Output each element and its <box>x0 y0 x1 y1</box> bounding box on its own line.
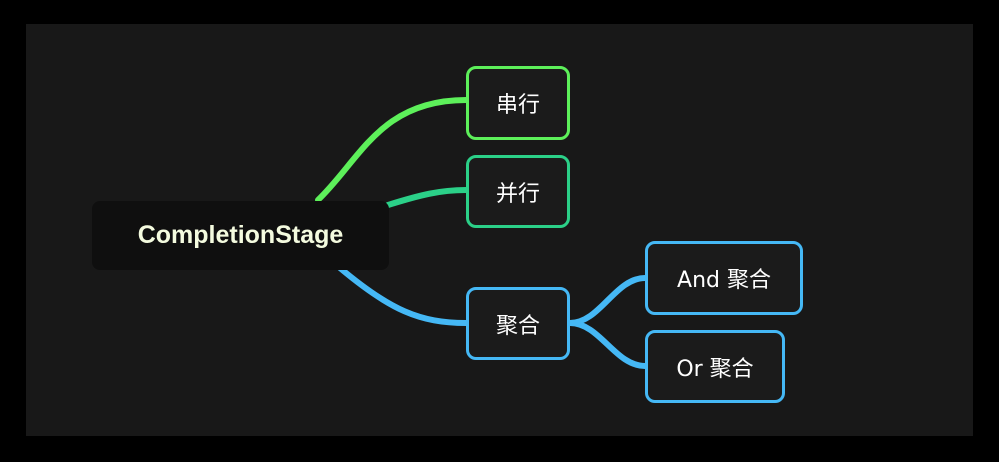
node-serial[interactable]: 串行 <box>466 66 570 140</box>
node-and-aggregate-label: And 聚合 <box>677 268 771 293</box>
node-serial-label: 串行 <box>495 93 540 118</box>
root-node[interactable]: CompletionStage <box>92 201 389 270</box>
node-aggregate-label: 聚合 <box>495 313 540 339</box>
root-node-label: CompletionStage <box>137 221 344 249</box>
node-or-aggregate-label: Or 聚合 <box>676 356 754 382</box>
node-parallel-label: 并行 <box>495 181 540 207</box>
node-or-aggregate[interactable]: Or 聚合 <box>645 330 785 403</box>
node-parallel[interactable]: 并行 <box>466 155 570 228</box>
node-aggregate[interactable]: 聚合 <box>466 287 570 360</box>
node-and-aggregate[interactable]: And 聚合 <box>645 241 803 315</box>
